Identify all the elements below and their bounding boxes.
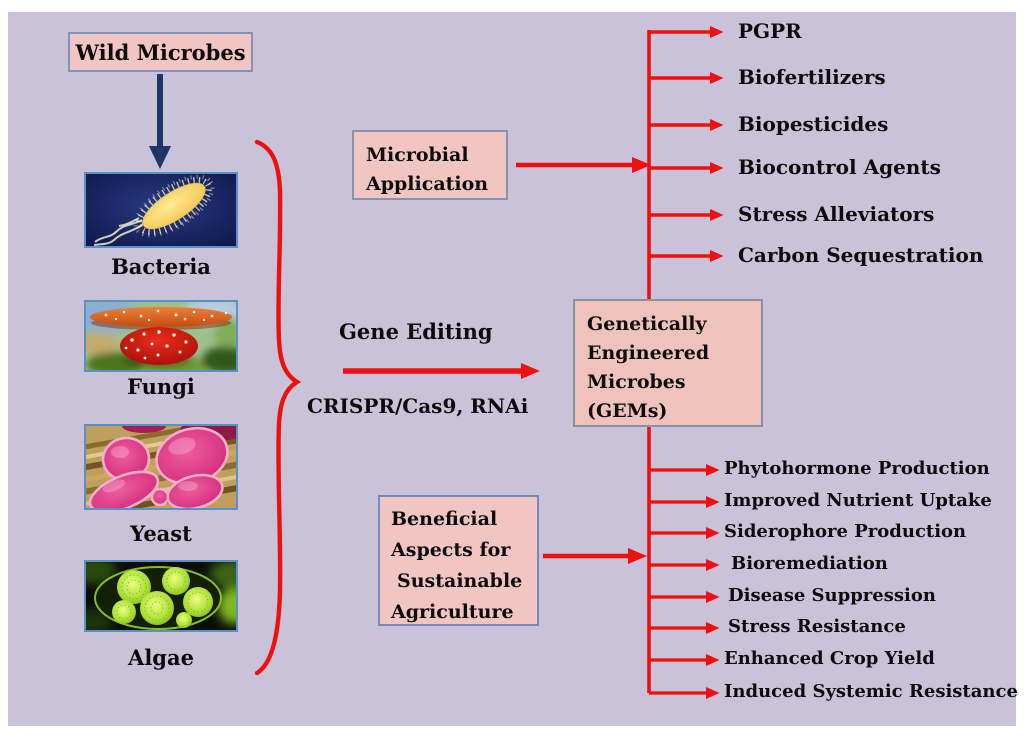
benefit-item-bioremediation: Bioremediation (731, 553, 888, 574)
gems-line4: (GEMs) (587, 400, 668, 422)
algae-colony-icon (86, 562, 236, 630)
mushroom-icon (86, 302, 236, 370)
application-item-stress-alleviators: Stress Alleviators (738, 202, 935, 226)
microbial-application-box: Microbial Application (352, 130, 508, 200)
algae-label: Algae (128, 645, 194, 670)
bacterium-icon (86, 174, 236, 246)
gems-box: Genetically Engineered Microbes (GEMs) (573, 299, 763, 427)
algae-image (84, 560, 238, 632)
application-item-biopesticides: Biopesticides (738, 112, 889, 136)
gems-line1: Genetically (587, 313, 707, 335)
benefit-item-enhanced-crop-yield: Enhanced Crop Yield (724, 648, 935, 669)
fungi-label: Fungi (127, 374, 195, 399)
benefit-item-stress-resistance: Stress Resistance (728, 616, 906, 637)
beneficial-line1: Beneficial (391, 508, 498, 530)
yeast-image (84, 424, 238, 510)
yeast-cells-icon (86, 426, 236, 508)
microbial-application-line1: Microbial (366, 144, 469, 166)
benefit-item-disease-suppression: Disease Suppression (728, 585, 936, 606)
benefit-item-phytohormone-production: Phytohormone Production (724, 458, 990, 479)
gene-editing-title: Gene Editing (339, 319, 493, 344)
benefit-item-siderophore-production: Siderophore Production (724, 521, 967, 542)
application-item-carbon-sequestration: Carbon Sequestration (738, 243, 984, 267)
benefit-item-improved-nutrient-uptake: Improved Nutrient Uptake (724, 490, 992, 511)
yeast-label: Yeast (130, 521, 192, 546)
application-item-biofertilizers: Biofertilizers (738, 65, 886, 89)
benefit-item-induced-systemic-resistance: Induced Systemic Resistance (724, 681, 1018, 702)
gems-line2: Engineered (587, 342, 710, 364)
wild-microbes-label: Wild Microbes (75, 39, 246, 65)
application-item-biocontrol-agents: Biocontrol Agents (738, 155, 941, 179)
beneficial-line4: Agriculture (391, 601, 514, 623)
application-item-pgpr: PGPR (738, 19, 802, 43)
gems-line3: Microbes (587, 371, 686, 393)
fungi-image (84, 300, 238, 372)
bacteria-label: Bacteria (111, 254, 211, 279)
gene-editing-tools: CRISPR/Cas9, RNAi (307, 394, 529, 418)
wild-microbes-box: Wild Microbes (68, 32, 253, 72)
beneficial-line3: Sustainable (397, 570, 523, 592)
microbial-application-line2: Application (366, 173, 489, 195)
beneficial-line2: Aspects for (391, 539, 511, 561)
beneficial-aspects-box: Beneficial Aspects for Sustainable Agric… (378, 495, 539, 626)
bacteria-image (84, 172, 238, 248)
